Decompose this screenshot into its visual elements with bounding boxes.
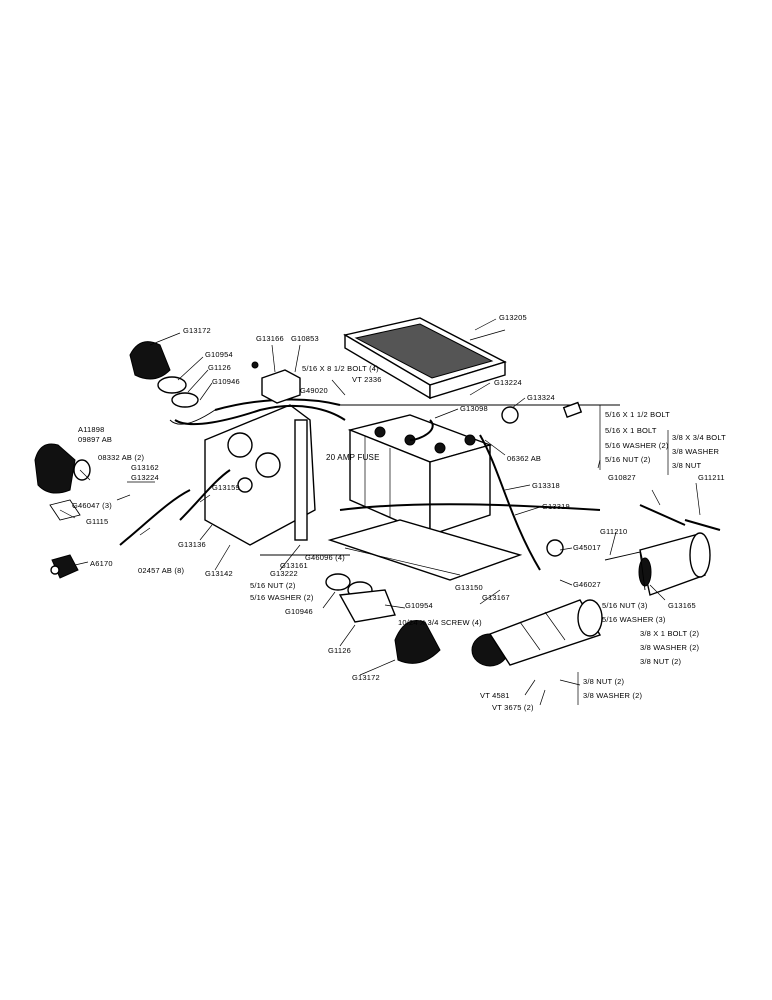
label-plug: G1115	[86, 517, 108, 526]
label-insulator: 06362 AB	[507, 454, 541, 463]
label-brace-hw-4: 5/16 NUT (2)	[605, 455, 651, 464]
label-nut-1: 5/16 NUT (2)	[250, 581, 296, 590]
battery	[347, 414, 493, 537]
label-switch: G13159	[212, 483, 240, 492]
label-connector: G49020	[300, 386, 328, 395]
label-wire-b: G13224	[131, 473, 159, 482]
label-battery-tray: G13150	[455, 583, 483, 592]
label-brace-hw-5: 3/8 X 3/4 BOLT	[672, 433, 726, 442]
label-brace: G10827	[608, 473, 636, 482]
braces	[501, 401, 721, 531]
label-floodlamp: A11898	[78, 425, 105, 434]
battery-cable-wire	[479, 434, 541, 571]
label-clip: 08332 AB (2)	[98, 453, 144, 462]
label-gasket-upper: G10954	[205, 350, 233, 359]
label-battery-cable: G13224	[494, 378, 522, 387]
label-harness-2: G13222	[270, 569, 298, 578]
label-terminal-cap: G13324	[527, 393, 555, 402]
label-headlight-lower: G13172	[352, 673, 380, 682]
label-brace-hw-1: 5/16 X 1 1/2 BOLT	[605, 410, 670, 419]
label-brace-hw-7: 3/8 NUT	[672, 461, 702, 470]
label-cable-long: G13318	[532, 481, 560, 490]
label-floodlamp-2: 09897 AB	[78, 435, 112, 444]
label-socket-lower: G10946	[285, 607, 313, 616]
label-ign-switch: G13136	[178, 540, 206, 549]
label-tail-bracket: A6170	[90, 559, 113, 568]
label-gen-hw-2: 5/16 WASHER (3)	[602, 615, 666, 624]
label-gen-bolt-1: 3/8 X 1 BOLT (2)	[640, 629, 699, 638]
label-headlight-upper: G13172	[183, 326, 211, 335]
battery-tray	[327, 519, 523, 581]
label-brace-hw-3: 5/16 WASHER (2)	[605, 441, 669, 450]
harness-wire	[174, 404, 346, 426]
label-radiator: G13205	[499, 313, 527, 322]
lower-lamp-assembly	[325, 573, 441, 664]
label-screw: 10/24 X 3/4 SCREW (4)	[398, 618, 482, 627]
label-gen-bolt-2: 3/8 WASHER (2)	[640, 643, 700, 652]
label-brace-2: G11211	[698, 473, 725, 482]
label-generator: G13165	[668, 601, 696, 610]
dash-panel	[179, 398, 341, 546]
generator-cable	[339, 503, 601, 511]
label-washer-1: 5/16 WASHER (2)	[250, 593, 314, 602]
generator	[546, 532, 711, 596]
label-starter-mount-2: VT 3675 (2)	[492, 703, 534, 712]
label-socket-upper: G10946	[212, 377, 240, 386]
label-cable-3: G13167	[482, 593, 510, 602]
floodlamp-left	[34, 443, 91, 521]
label-key-switch: G13142	[205, 569, 233, 578]
headlight-upper	[129, 341, 216, 425]
label-brace-hw-2: 5/16 X 1 BOLT	[605, 426, 657, 435]
label-reg-bolt: 5/16 X 8 1/2 BOLT (4)	[302, 364, 379, 373]
label-regulator-cover: G10853	[291, 334, 319, 343]
label-starter-hw-2: 3/8 WASHER (2)	[583, 691, 643, 700]
label-bracket-upper: G1126	[208, 363, 231, 372]
label-harness-1: G13161	[280, 561, 308, 570]
label-regulator: G13166	[256, 334, 284, 343]
label-clip-b: G46096 (4)	[305, 553, 345, 562]
label-fuse: 20 AMP FUSE	[326, 453, 380, 462]
label-battery-hold: VT 2336	[352, 375, 382, 384]
label-gen-bolt-3: 3/8 NUT (2)	[640, 657, 682, 666]
label-cable-2: G13319	[542, 502, 570, 511]
label-gen-hw-1: 5/16 NUT (3)	[602, 601, 648, 610]
radiator	[343, 317, 507, 400]
label-rivet: 02457 AB (8)	[138, 566, 184, 575]
leader-lines	[59, 318, 701, 706]
tail-bracket	[50, 554, 79, 579]
label-gen-bracket: G11210	[600, 527, 627, 536]
label-starter-mount-1: VT 4581	[480, 691, 510, 700]
label-brace-hw-6: 3/8 WASHER	[672, 447, 720, 456]
label-grommet: G46047 (3)	[72, 501, 112, 510]
label-starter-hw-1: 3/8 NUT (2)	[583, 677, 625, 686]
label-gasket-lower: G10954	[405, 601, 433, 610]
label-bracket-lower: G1126	[328, 646, 351, 655]
label-cable-clamp: G13098	[460, 404, 488, 413]
regulator	[251, 361, 301, 404]
harness-wire-2	[119, 489, 191, 546]
label-clamp-2: G46027	[573, 580, 601, 589]
starter-motor	[471, 599, 603, 667]
label-wire-a: G13162	[131, 463, 159, 472]
label-clamp: G45017	[573, 543, 601, 552]
